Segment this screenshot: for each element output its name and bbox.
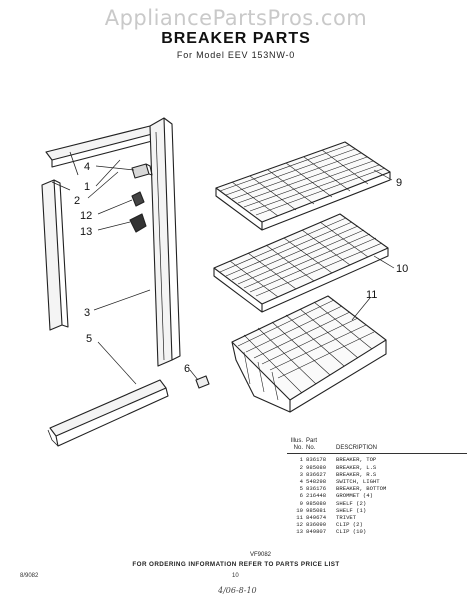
shelf-10-part: [213, 213, 389, 313]
row-desc: BREAKER, TOP: [336, 456, 377, 464]
callout-12: 12: [80, 210, 92, 222]
table-header-bottom: No. No. DESCRIPTION: [287, 445, 467, 452]
row-desc: CLIP (10): [336, 528, 367, 536]
header-description: DESCRIPTION: [336, 445, 378, 452]
breaker-left-side-part: [41, 179, 69, 331]
row-no: 5: [299, 485, 303, 493]
row-desc: TRIVET: [336, 514, 357, 522]
row-no: 3: [299, 470, 303, 478]
row-no: 10: [296, 506, 303, 514]
row-part: 985080: [306, 463, 327, 471]
row-no: 2: [299, 463, 303, 471]
row-desc: SWITCH, LIGHT: [336, 478, 380, 486]
row-part: 836627: [306, 470, 327, 478]
page-title: BREAKER PARTS: [161, 30, 311, 47]
left-footer-code: 8/9082: [20, 573, 39, 579]
ordering-note: FOR ORDERING INFORMATION REFER TO PARTS …: [132, 561, 340, 568]
page-number: 10: [232, 573, 239, 579]
row-part: 849807: [306, 528, 327, 536]
row-part: 836090: [306, 521, 327, 529]
row-part: 216448: [306, 492, 327, 500]
row-part: 985080: [306, 499, 327, 507]
header-rule: [287, 453, 467, 455]
row-no: 9: [299, 499, 303, 507]
callout-4: 4: [84, 161, 90, 173]
table-header-top: Illus. Part: [287, 438, 467, 445]
callout-3: 3: [84, 307, 90, 319]
light-switch-part: [131, 163, 153, 179]
header-no: No.: [293, 445, 303, 452]
callout-2: 2: [74, 195, 80, 207]
shelf-9-part: [215, 141, 391, 231]
row-part: 548298: [306, 478, 327, 486]
callout-9: 9: [396, 177, 402, 189]
row-desc: SHELF (1): [336, 506, 367, 514]
row-no: 6: [299, 492, 303, 500]
row-desc: SHELF (2): [336, 499, 367, 507]
row-no: 13: [296, 528, 303, 536]
callout-1: 1: [84, 181, 90, 193]
model-subtitle: For Model EEV 153NW-0: [176, 50, 296, 60]
row-desc: BREAKER, L.S: [336, 463, 377, 471]
clip-12-part: [131, 191, 145, 207]
handwritten-note: 4/06-8-10: [218, 586, 257, 595]
row-desc: CLIP (2): [336, 521, 363, 529]
breaker-right-side-part: [149, 117, 181, 367]
diagram-code: VF9082: [250, 552, 272, 558]
row-no: 12: [296, 521, 303, 529]
callout-13: 13: [80, 226, 92, 238]
row-part: 836178: [306, 456, 327, 464]
breaker-bottom-part: [47, 379, 169, 447]
header-part-no: No.: [306, 445, 316, 452]
row-no: 4: [299, 478, 303, 486]
clip-13-part: [129, 213, 147, 233]
header-illus: Illus.: [290, 438, 303, 444]
row-no: 1: [299, 456, 303, 464]
row-part: 849674: [306, 514, 327, 522]
header-part: Part: [306, 438, 318, 444]
row-no: 11: [296, 514, 303, 522]
row-part: 985081: [306, 506, 327, 514]
grommet-part: [195, 375, 210, 389]
callout-10: 10: [396, 263, 408, 275]
callout-6: 6: [184, 363, 190, 375]
row-part: 836176: [306, 485, 327, 493]
row-desc: BREAKER, R.S: [336, 470, 377, 478]
trivet-part: [231, 295, 387, 413]
callout-5: 5: [86, 333, 92, 345]
row-desc: GROMMET (4): [336, 492, 373, 500]
row-desc: BREAKER, BOTTOM: [336, 485, 387, 493]
callout-11: 11: [366, 289, 377, 301]
watermark: AppliancePartsPros.com: [104, 6, 368, 30]
